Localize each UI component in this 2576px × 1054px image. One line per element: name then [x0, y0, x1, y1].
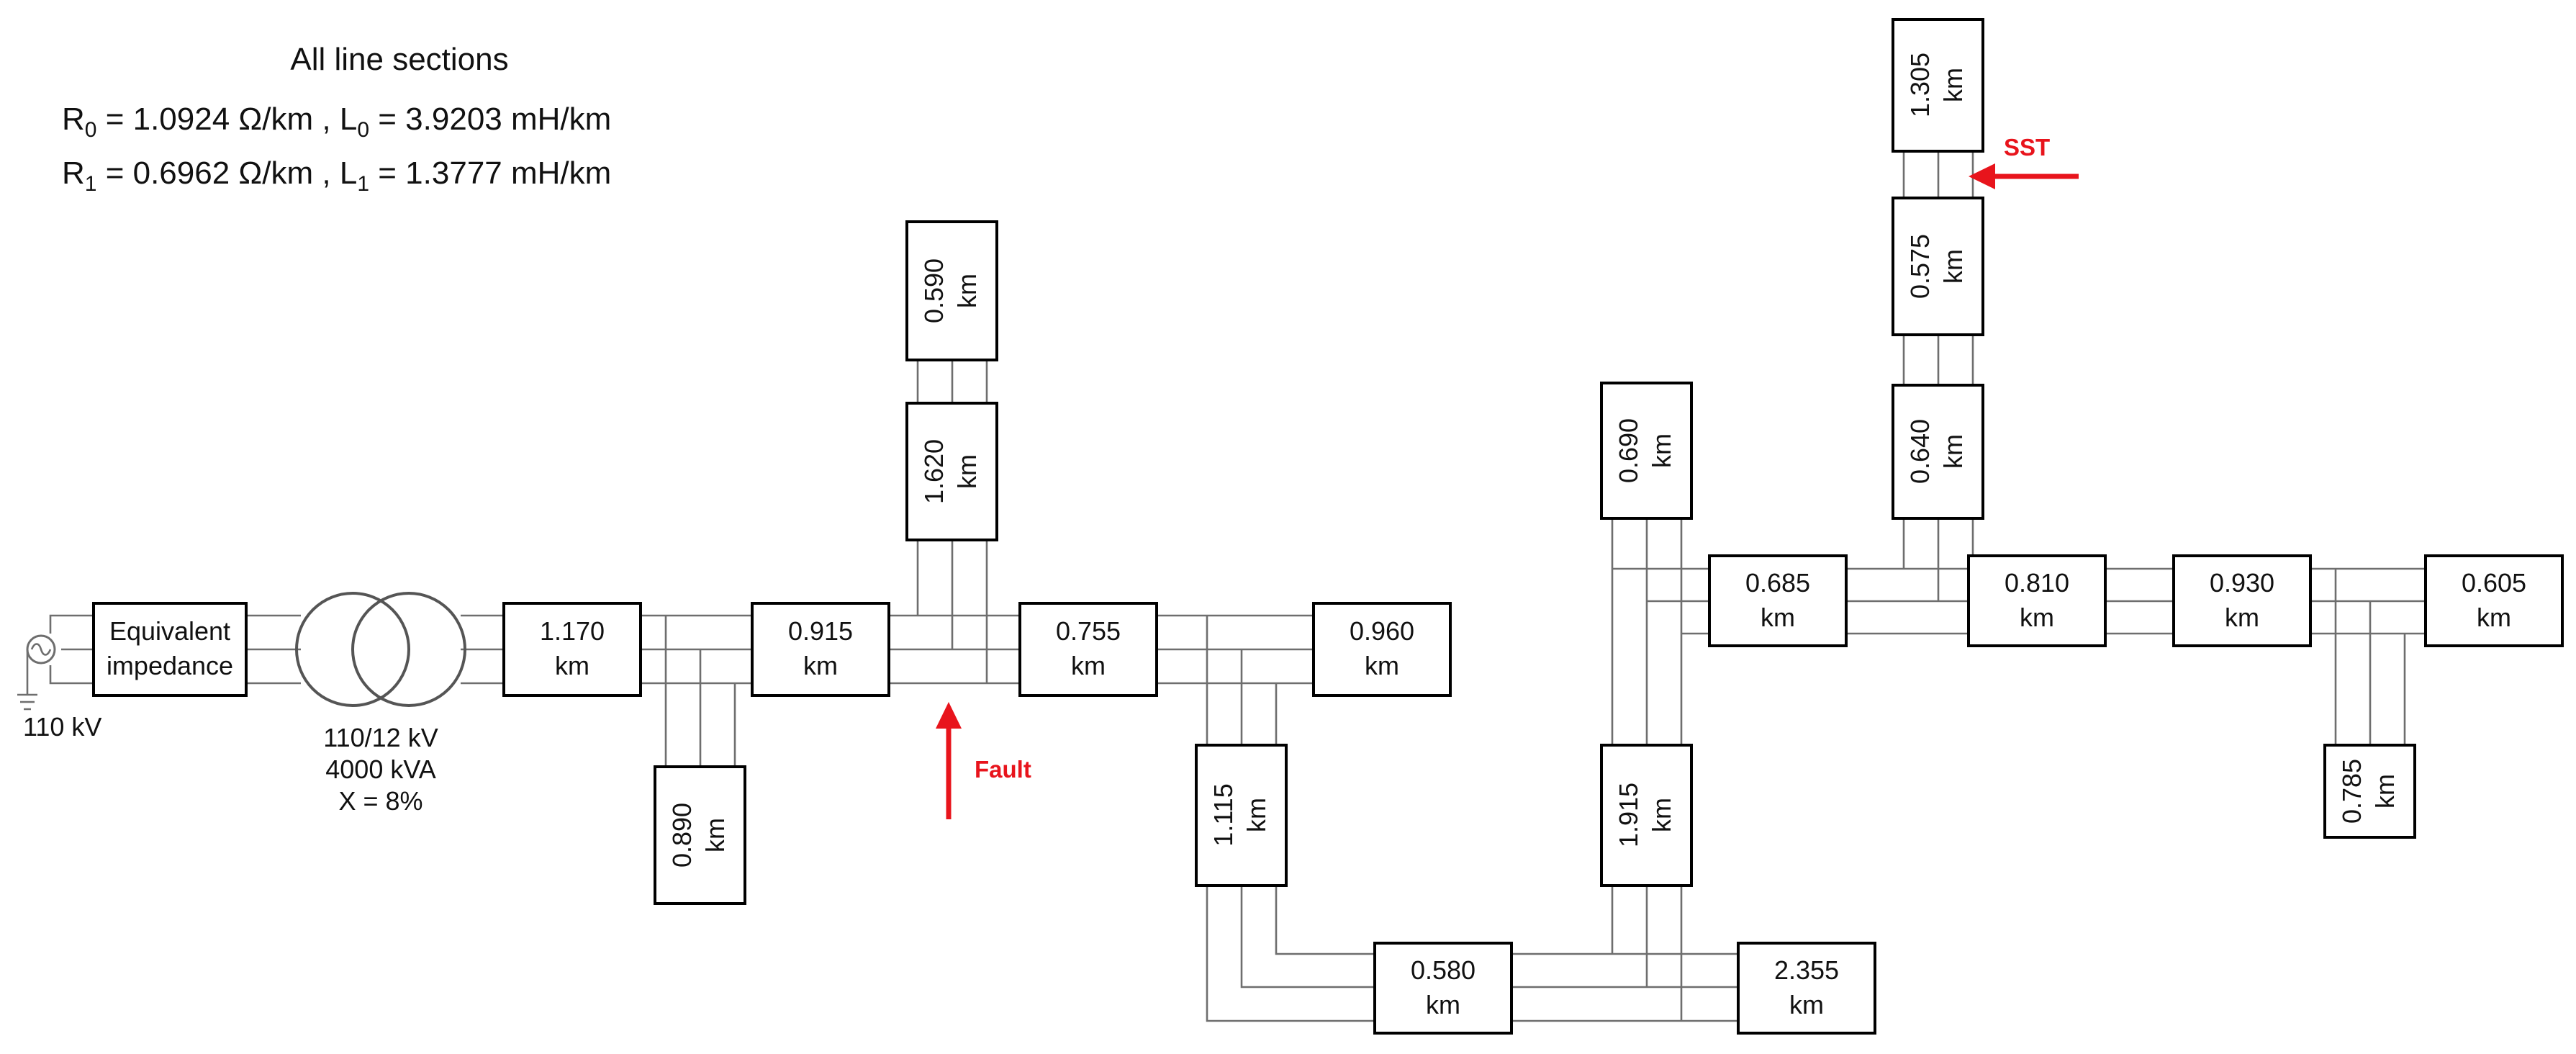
svg-text:km: km — [2370, 774, 2400, 808]
fault-label: Fault — [975, 756, 1031, 783]
svg-text:0.590: 0.590 — [919, 258, 949, 323]
line-section-2355: 2.355 km — [1737, 942, 1876, 1035]
svg-text:km: km — [1365, 651, 1399, 680]
svg-text:0.690: 0.690 — [1614, 418, 1643, 483]
svg-text:km: km — [1426, 990, 1460, 1019]
line-section-0580: 0.580 km — [1373, 942, 1513, 1035]
transformer-power: 4000 kVA — [325, 755, 435, 784]
line-section-0755: 0.755 km — [1018, 602, 1158, 697]
svg-text:km: km — [1761, 603, 1795, 632]
line-section-0605: 0.605 km — [2424, 554, 2564, 647]
svg-text:0.890: 0.890 — [667, 803, 697, 868]
svg-text:km: km — [1647, 798, 1676, 832]
sst-label: SST — [2004, 134, 2050, 161]
svg-text:km: km — [1938, 434, 1968, 469]
svg-text:0.605: 0.605 — [2462, 568, 2526, 598]
transformer-icon — [295, 592, 466, 707]
svg-text:0.640: 0.640 — [1905, 419, 1935, 484]
svg-text:1.115: 1.115 — [1208, 783, 1238, 846]
fault-arrow-icon — [936, 702, 962, 819]
svg-text:1.305: 1.305 — [1905, 53, 1935, 117]
line-section-0930: 0.930 km — [2172, 554, 2312, 647]
svg-text:1.620: 1.620 — [919, 439, 949, 504]
line-section-0915: 0.915 km — [751, 602, 890, 697]
transformer-reactance: X = 8% — [338, 786, 422, 816]
line-section-0690: 0.690 km — [1600, 382, 1693, 520]
line-section-0575: 0.575 km — [1892, 197, 1984, 336]
svg-text:km: km — [1938, 249, 1968, 284]
svg-text:km: km — [952, 454, 982, 489]
line-section-1170: 1.170 km — [502, 602, 642, 697]
svg-text:2.355: 2.355 — [1774, 955, 1839, 985]
line-section-0960: 0.960 km — [1312, 602, 1452, 697]
source-voltage-label: 110 kV — [23, 712, 101, 742]
svg-text:1.915: 1.915 — [1614, 783, 1643, 847]
connection-lines — [17, 151, 2426, 1022]
equivalent-impedance-box — [92, 602, 248, 697]
line-section-1115: 1.115 km — [1195, 744, 1288, 887]
line-section-1305: 1.305 km — [1892, 18, 1984, 153]
svg-text:0.930: 0.930 — [2210, 568, 2274, 598]
svg-text:0.915: 0.915 — [788, 616, 853, 646]
svg-text:km: km — [2020, 603, 2054, 632]
equivalent-impedance-label-2: impedance — [107, 651, 233, 680]
svg-text:km: km — [700, 818, 730, 852]
svg-text:0.685: 0.685 — [1745, 568, 1810, 598]
header-r1-line: R1 = 0.6962 Ω/km , L1 = 1.3777 mH/km — [62, 156, 611, 196]
svg-text:0.785: 0.785 — [2337, 759, 2367, 824]
svg-text:0.755: 0.755 — [1056, 616, 1121, 646]
line-section-1620: 1.620 km — [905, 402, 998, 541]
equivalent-impedance-label-1: Equivalent — [109, 616, 230, 646]
sst-arrow-icon — [1969, 163, 2079, 189]
line-section-0685: 0.685 km — [1708, 554, 1848, 647]
svg-text:km: km — [555, 651, 589, 680]
svg-text:km: km — [1647, 433, 1676, 468]
line-section-0890: 0.890 km — [654, 765, 746, 905]
svg-text:0.960: 0.960 — [1350, 616, 1414, 646]
header-r0-line: R0 = 1.0924 Ω/km , L0 = 3.9203 mH/km — [62, 102, 611, 142]
ac-source-icon — [26, 634, 56, 665]
line-section-0785: 0.785 km — [2323, 744, 2416, 839]
svg-text:0.810: 0.810 — [2005, 568, 2069, 598]
line-section-0810: 0.810 km — [1967, 554, 2107, 647]
svg-text:0.575: 0.575 — [1905, 234, 1935, 299]
line-section-1915: 1.915 km — [1600, 744, 1693, 887]
svg-text:km: km — [1242, 798, 1271, 832]
svg-text:0.580: 0.580 — [1411, 955, 1475, 985]
svg-text:1.170: 1.170 — [540, 616, 605, 646]
line-section-0590: 0.590 km — [905, 220, 998, 361]
svg-text:km: km — [803, 651, 838, 680]
header-title: All line sections — [290, 42, 508, 77]
svg-text:km: km — [1789, 990, 1824, 1019]
transformer-rating: 110/12 kV — [323, 723, 438, 752]
svg-text:km: km — [2225, 603, 2259, 632]
svg-text:km: km — [2477, 603, 2511, 632]
line-section-0640: 0.640 km — [1892, 384, 1984, 520]
svg-text:km: km — [1071, 651, 1106, 680]
svg-text:km: km — [952, 274, 982, 308]
svg-text:km: km — [1938, 68, 1968, 102]
